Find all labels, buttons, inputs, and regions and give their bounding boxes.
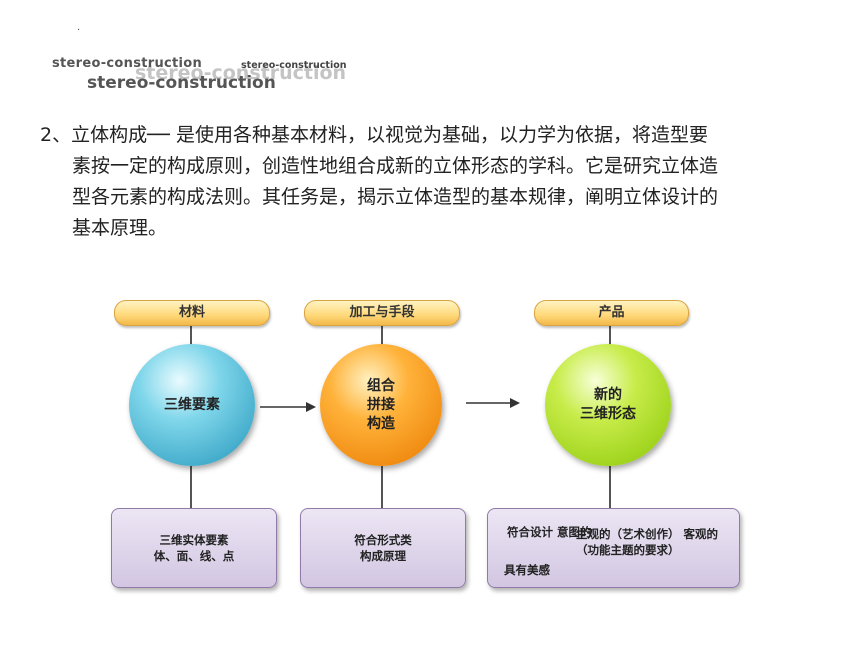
paragraph-line-4: 基本原理。	[72, 217, 168, 239]
logo-text-1: stereo-construction	[52, 56, 203, 71]
paragraph-line-3: 型各元素的构成法则。其任务是，揭示立体造型的基本规律，阐明立体设计的	[72, 186, 719, 208]
connector-line-3-top	[609, 324, 611, 346]
connector-line-1-top	[190, 324, 192, 346]
box-1-line-2: 体、面、线、点	[153, 549, 235, 563]
box-3-right-line-1: 主观的（艺术创作）	[576, 527, 680, 541]
box-product-qualities: 符合设计 意图的 主观的（艺术创作） 客观的（功能主题的要求） 具有美感	[487, 508, 740, 588]
logo-text-2: stereo-construction	[241, 60, 347, 71]
box-2-line-1: 符合形式类	[354, 533, 412, 547]
circle-3-line-2: 三维形态	[580, 406, 636, 422]
box-3-left-line-2: 意图的	[557, 525, 592, 539]
paragraph-line-1: 2、立体构成── 是使用各种基本材料，以视觉为基础，以力学为依据，将造型要	[40, 124, 709, 146]
connector-line-1-bottom	[190, 466, 192, 509]
circle-combine-construct: 组合 拼接 构造	[320, 344, 442, 466]
circle-1-line-1: 三维要素	[164, 396, 220, 413]
logo-text-shadow: stereo-construction	[135, 62, 347, 84]
connector-line-2-bottom	[381, 466, 383, 509]
circle-2-line-1: 组合	[367, 377, 395, 394]
arrow-right-icon	[260, 402, 316, 412]
decor-dot: .	[77, 22, 81, 33]
arrow-right-icon	[466, 398, 520, 408]
circle-2-line-2: 拼接	[367, 396, 395, 413]
connector-line-3-bottom	[609, 466, 611, 509]
circle-3-line-1: 新的	[594, 387, 622, 403]
header-processing: 加工与手段	[304, 300, 460, 326]
logo-text-main: stereo-construction	[87, 73, 276, 93]
box-3-bottom: 具有美感	[504, 563, 550, 577]
box-1-line-1: 三维实体要素	[159, 533, 229, 547]
header-product: 产品	[534, 300, 689, 326]
box-form-principles: 符合形式类 构成原理	[300, 508, 466, 588]
circle-3d-elements: 三维要素	[129, 344, 255, 466]
box-3-left-line-1: 符合设计	[507, 525, 553, 539]
connector-line-2-top	[381, 324, 383, 346]
paragraph-line-2: 素按一定的构成原则，创造性地组合成新的立体形态的学科。它是研究立体造	[72, 155, 719, 177]
box-2-line-2: 构成原理	[360, 549, 406, 563]
circle-new-3d-form: 新的 三维形态	[545, 344, 671, 466]
header-materials: 材料	[114, 300, 270, 326]
box-3-right-line-2: 客观的（功能主题的要求）	[576, 527, 719, 557]
intro-paragraph: 2、立体构成── 是使用各种基本材料，以视觉为基础，以力学为依据，将造型要 素按…	[40, 120, 810, 244]
circle-2-line-3: 构造	[367, 415, 395, 432]
box-3d-solid-elements: 三维实体要素 体、面、线、点	[111, 508, 277, 588]
